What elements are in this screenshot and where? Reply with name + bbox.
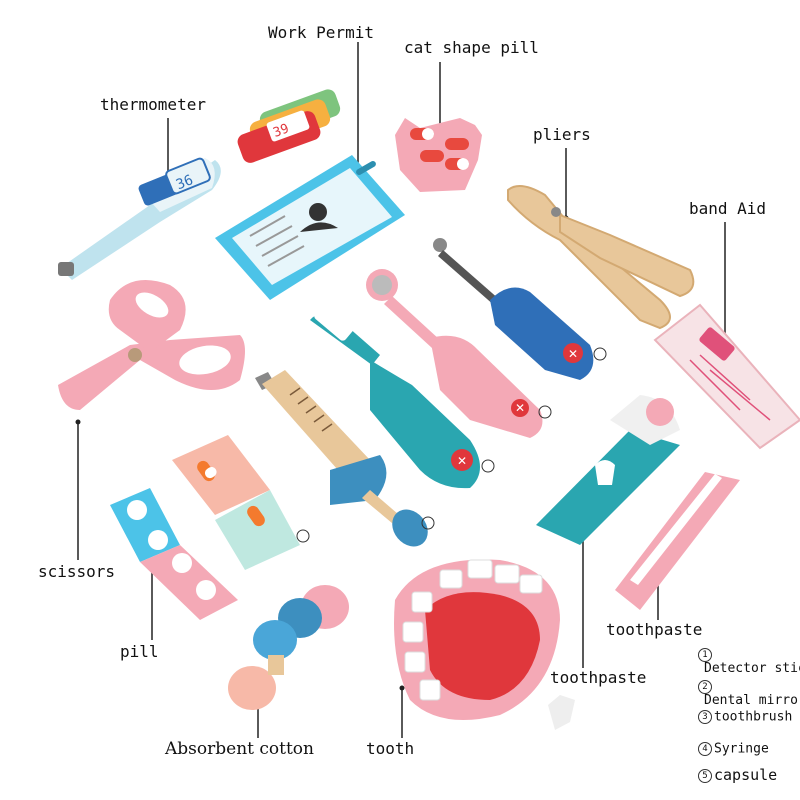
dental-mirror-toy: ✕ [366,269,552,438]
legend-text: capsule [714,766,778,784]
legend-number: 5 [698,768,712,783]
legend-text: Syringe [714,741,769,757]
label-pliers: pliers [533,125,591,144]
toothpaste-tube [536,395,680,545]
small-thermometers: 39 [237,89,341,163]
small-thermometer-display: 39 [271,121,291,140]
legend-item: 1 Detector stick [698,648,800,675]
toothbrush-toy: ✕ [310,301,495,489]
svg-text:✕: ✕ [457,454,467,468]
absorbent-cotton-rolls [228,585,349,710]
legend-number: 2 [698,680,712,694]
svg-text:✕: ✕ [568,347,578,361]
label-work-permit: Work Permit [268,23,374,42]
legend-text: Dental mirror [704,693,800,708]
svg-text:✕: ✕ [515,401,525,415]
legend-text: Detector stick [704,661,800,676]
label-band-aid: band Aid [689,199,767,218]
work-permit-card [215,155,405,300]
legend-number: 1 [698,648,712,662]
legend-item: 2 Dental mirror [698,680,800,707]
label-thermometer: thermometer [100,95,206,114]
label-toothpaste-tube: toothpaste [550,668,647,687]
pliers-toy [507,185,695,330]
legend-number: 3 [698,710,712,724]
thermometer-toy: 36 [58,157,221,280]
detector-stick-toy: ✕ [433,238,607,380]
label-scissors: scissors [38,562,116,581]
legend-text: toothbrush [714,709,793,725]
scissors-toy [58,280,245,410]
tooth-model [394,559,560,720]
label-tooth: tooth [366,739,415,758]
label-absorbent-cotton: Absorbent cotton [165,739,314,759]
pill-pack [110,488,238,620]
cat-shape-pill [395,118,482,192]
thermometer-display: 36 [174,172,196,193]
syringe-toy [255,370,435,547]
band-aid-pack [653,303,800,450]
label-pill: pill [120,642,159,661]
capsule-cards [172,435,310,570]
toothpaste-stick [615,472,740,610]
legend-number: 4 [698,742,712,756]
label-toothpaste-stick: toothpaste [606,620,703,639]
label-cat-shape-pill: cat shape pill [404,38,539,57]
loose-tooth [548,695,575,730]
